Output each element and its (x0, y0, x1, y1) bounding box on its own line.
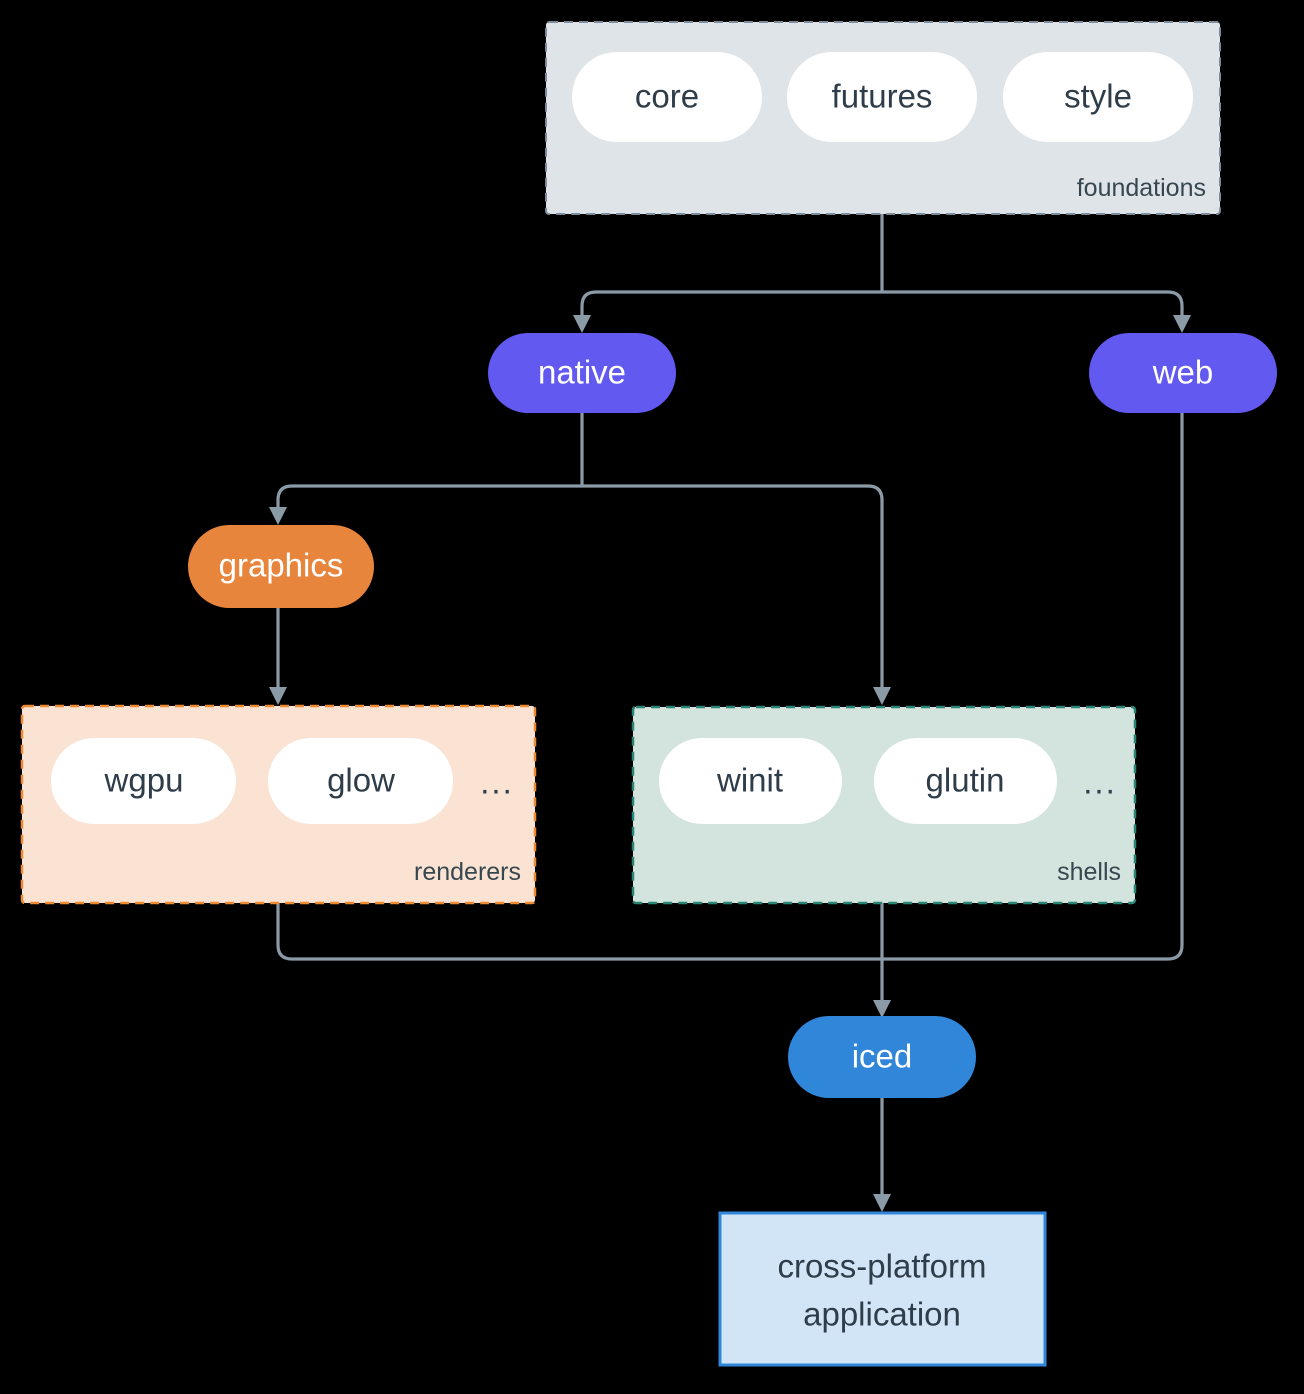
shells-ellipsis: ... (1083, 764, 1117, 801)
pill-futures-shape (787, 52, 977, 142)
pill-core[interactable]: core (572, 52, 762, 142)
node-web-label: web (1152, 354, 1214, 391)
pill-style[interactable]: style (1003, 52, 1193, 142)
pill-core-shape (572, 52, 762, 142)
edge-native-to-graphics (276, 484, 582, 514)
pill-style-shape (1003, 52, 1193, 142)
pill-wgpu[interactable]: wgpu (51, 738, 236, 824)
node-application[interactable]: cross-platform application (718, 1211, 1047, 1367)
pill-winit[interactable]: winit (659, 738, 842, 824)
node-web[interactable]: web (1089, 333, 1277, 413)
application-label-line1: cross-platform (777, 1248, 986, 1285)
node-iced-shape (788, 1016, 976, 1098)
node-native[interactable]: native (488, 333, 676, 413)
pill-winit-shape (659, 738, 842, 824)
arrowhead-graphics-top (269, 507, 287, 525)
application-box-shape (718, 1211, 1047, 1367)
pill-winit-label: winit (716, 762, 783, 799)
foundations-group-label: foundations (1077, 174, 1206, 202)
arrowhead-web-top (1173, 315, 1191, 333)
node-iced-label: iced (852, 1038, 913, 1075)
edge-web-to-iced (882, 413, 1184, 961)
node-graphics-label: graphics (219, 547, 344, 584)
pill-core-label: core (635, 78, 699, 115)
group-foundations[interactable]: core futures style foundations (545, 21, 1221, 215)
pill-futures-label: futures (832, 78, 933, 115)
pill-glow-label: glow (327, 762, 395, 799)
edge-layer (269, 214, 1191, 1212)
pill-futures[interactable]: futures (787, 52, 977, 142)
arrowhead-shells-top (873, 687, 891, 705)
pill-glutin-shape (874, 738, 1057, 824)
node-graphics[interactable]: graphics (188, 525, 374, 608)
pill-glutin[interactable]: glutin (874, 738, 1057, 824)
group-renderers[interactable]: wgpu glow ... renderers (20, 704, 537, 905)
pill-glutin-label: glutin (926, 762, 1005, 799)
node-native-label: native (538, 354, 626, 391)
pill-wgpu-shape (51, 738, 236, 824)
arrowhead-iced-top (873, 1000, 891, 1018)
shells-group-label: shells (1057, 858, 1121, 886)
node-graphics-shape (188, 525, 374, 608)
edge-renderers-to-iced (276, 903, 882, 961)
group-shells[interactable]: winit glutin ... shells (631, 705, 1137, 905)
pill-glow-shape (268, 738, 453, 824)
edge-foundations-to-web (882, 290, 1184, 320)
node-web-shape (1089, 333, 1277, 413)
renderers-ellipsis: ... (480, 764, 514, 801)
node-native-shape (488, 333, 676, 413)
arrowhead-renderers-top (269, 687, 287, 705)
edge-foundations-to-native (580, 290, 882, 320)
application-label-line2: application (803, 1296, 961, 1333)
pill-glow[interactable]: glow (268, 738, 453, 824)
renderers-group-label: renderers (414, 858, 521, 886)
pill-style-label: style (1064, 78, 1132, 115)
arrowhead-native-top (573, 315, 591, 333)
edge-native-to-shells (582, 484, 884, 690)
arrowhead-application-top (873, 1194, 891, 1212)
pill-wgpu-label: wgpu (104, 762, 184, 799)
node-iced[interactable]: iced (788, 1016, 976, 1098)
